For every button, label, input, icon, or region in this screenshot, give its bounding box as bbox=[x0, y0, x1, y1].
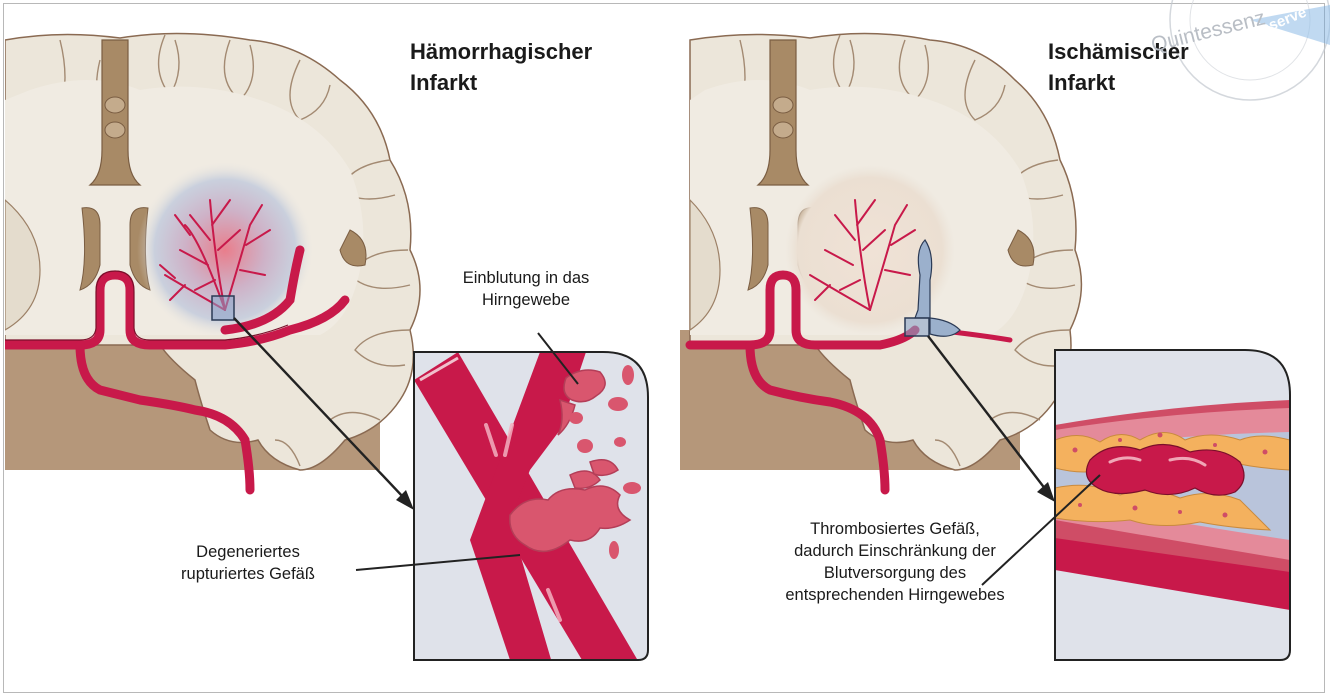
label-ruptured-vessel: Degeneriertes rupturiertes Gefäß bbox=[148, 541, 348, 585]
label-bleeding: Einblutung in das Hirngewebe bbox=[436, 267, 616, 311]
brain-section-ischemic bbox=[680, 33, 1081, 490]
zoom-panel-ruptured-vessel bbox=[414, 352, 655, 690]
title-hemorrhagic-infarct: Hämorrhagischer Infarkt bbox=[410, 36, 592, 98]
label-thrombosed-vessel: Thrombosiertes Gefäß, dadurch Einschränk… bbox=[745, 518, 1045, 606]
zoom-panel-thrombosed-vessel bbox=[1055, 350, 1290, 660]
brain-section-hemorrhagic bbox=[5, 33, 420, 490]
